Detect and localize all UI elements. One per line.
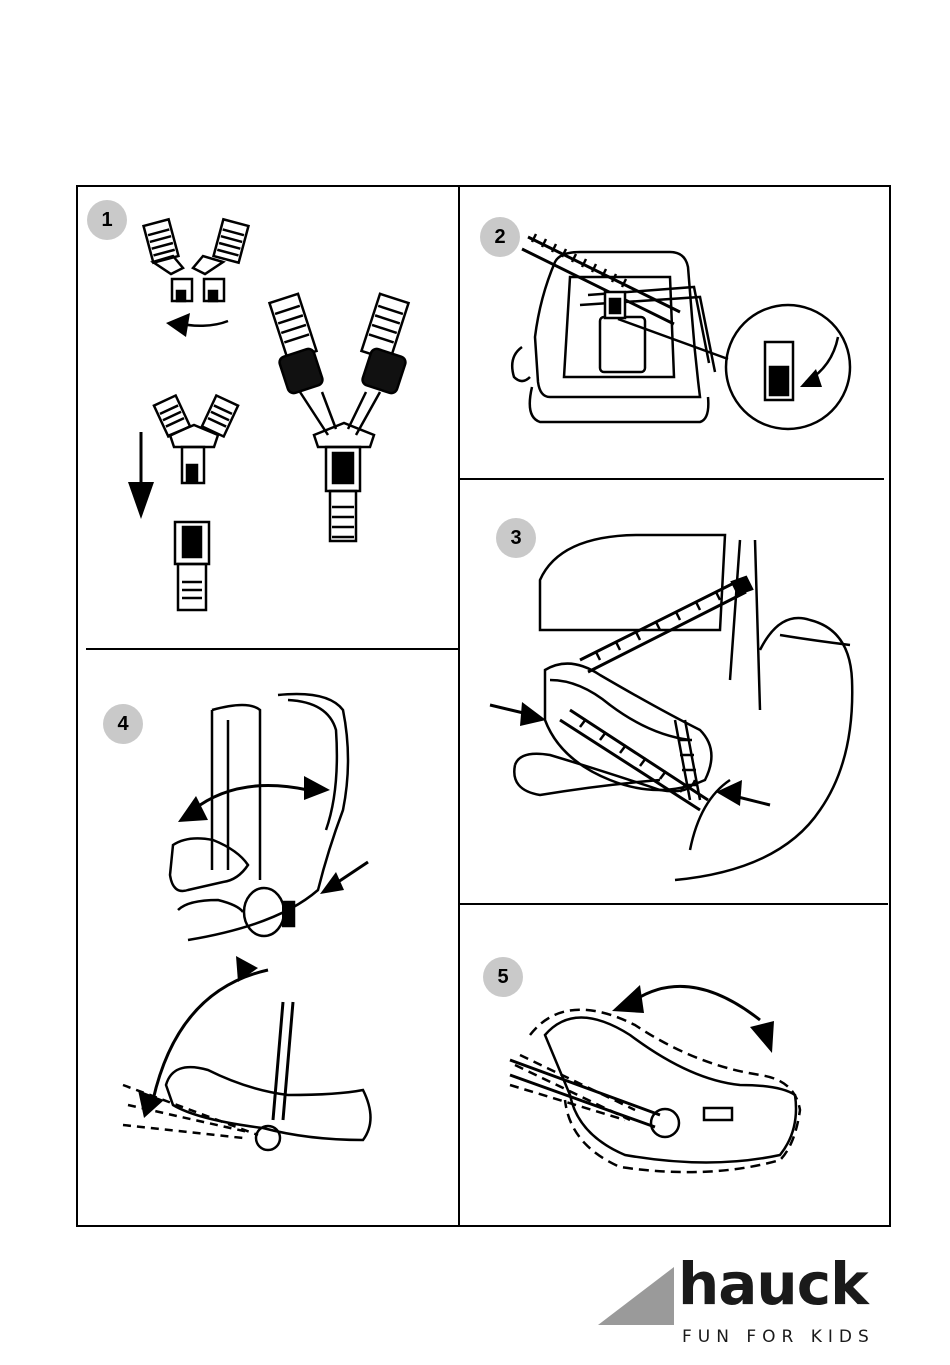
top-buckle-tongues <box>144 219 249 301</box>
middle-buckle <box>154 396 238 483</box>
tilt-arrow <box>153 970 268 1100</box>
buckle-assembly-illustration <box>78 187 458 647</box>
rocking-motion-illustration <box>460 905 889 1225</box>
hauck-logo: hauck FUN FOR KIDS <box>598 1265 888 1355</box>
hand <box>170 838 248 891</box>
shoulder-strap <box>522 237 680 324</box>
lower-buckle-female <box>175 522 209 610</box>
swing-arrow <box>193 786 308 811</box>
step-3-panel: 3 <box>460 480 889 902</box>
logo-triangle-icon <box>598 1267 678 1327</box>
car-seat-installation-illustration <box>460 480 889 902</box>
carrier-profile <box>166 1067 371 1140</box>
rock-arrow <box>635 986 760 1020</box>
brand-name: hauck <box>678 1255 868 1313</box>
release-button <box>244 888 284 936</box>
carry-handle <box>273 1002 293 1120</box>
seat-frame <box>535 252 700 397</box>
assembled-harness <box>269 294 408 541</box>
seat-base <box>530 387 709 422</box>
brand-tagline: FUN FOR KIDS <box>682 1327 875 1347</box>
handle-bar <box>510 1060 660 1127</box>
step-2-panel: 2 <box>460 187 889 477</box>
carrier-outline <box>545 1018 796 1163</box>
handle-adjustment-illustration <box>78 650 458 1225</box>
step-1-panel: 1 <box>78 187 458 647</box>
step-4-panel: 4 <box>78 650 458 1225</box>
step-5-panel: 5 <box>460 905 889 1225</box>
belt-clip-illustration <box>460 187 889 477</box>
vehicle-seat-back <box>675 618 852 880</box>
